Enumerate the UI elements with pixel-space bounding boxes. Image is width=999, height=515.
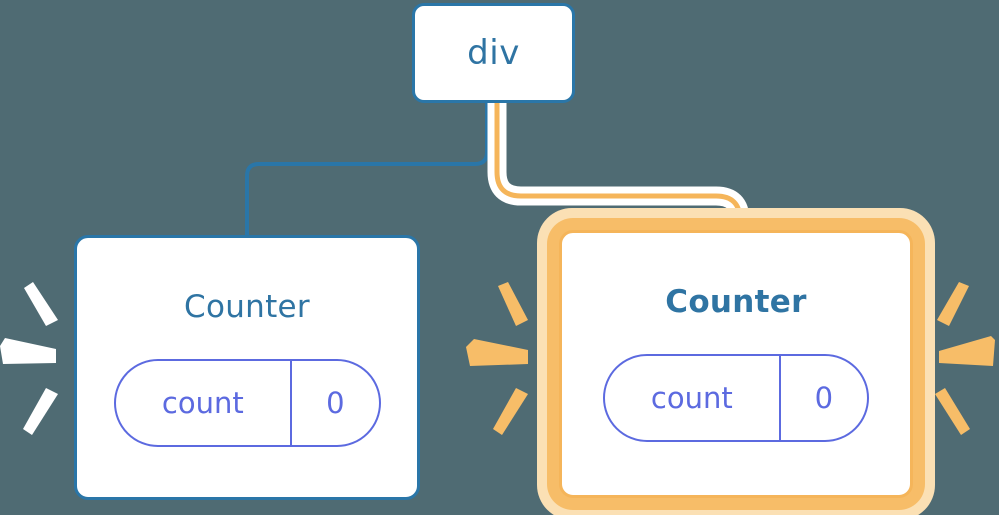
sparkle-rays-left-icon	[0, 282, 58, 435]
edge-div-to-right-counter-halo	[487, 103, 750, 248]
state-value-right: 0	[778, 356, 867, 440]
edge-div-to-left-counter-line	[245, 101, 489, 242]
state-key-left: count	[161, 385, 244, 420]
state-value-left: 0	[290, 361, 378, 445]
state-pill-left: count 0	[113, 359, 381, 447]
node-counter-left-title: Counter	[184, 289, 310, 325]
state-key-right: count	[650, 380, 733, 415]
node-div[interactable]: div	[412, 3, 575, 103]
edge-div-to-right-counter-line	[494, 103, 743, 248]
node-counter-left[interactable]: Counter count 0	[74, 235, 420, 500]
node-counter-right-title: Counter	[665, 284, 807, 320]
node-div-label: div	[467, 33, 520, 73]
sparkle-rays-mid-icon	[466, 282, 528, 435]
node-counter-right[interactable]: Counter count 0	[559, 230, 913, 498]
state-pill-right: count 0	[603, 354, 869, 442]
sparkle-rays-right-icon	[935, 282, 995, 435]
